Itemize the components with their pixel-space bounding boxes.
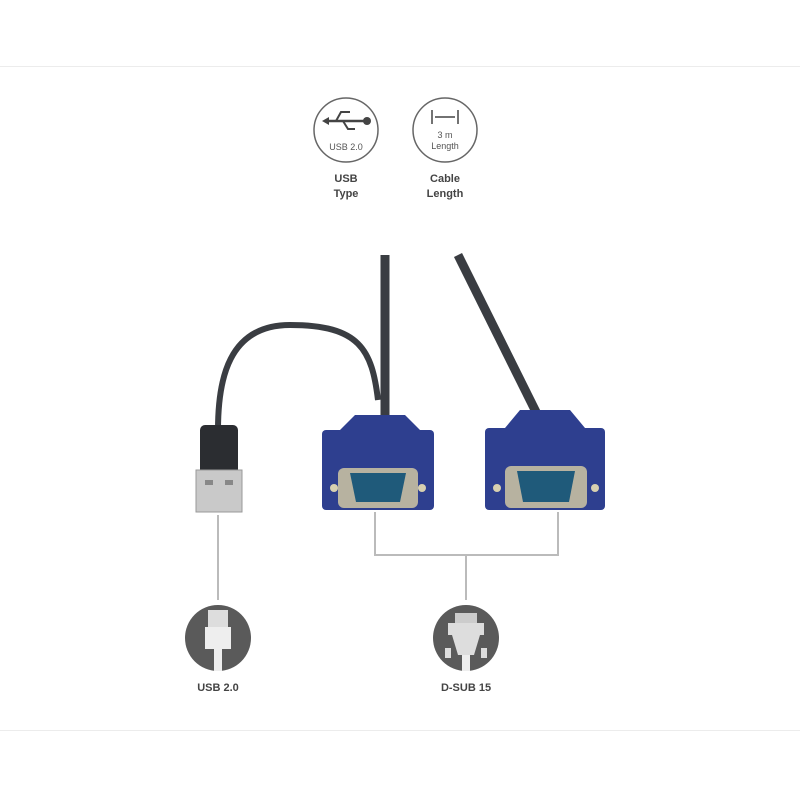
top-divider (0, 66, 800, 67)
usb-plug-icon (185, 605, 251, 671)
feature-label-line: Length (426, 188, 464, 200)
usb-cable (215, 321, 381, 431)
feature-label-line: USB (334, 173, 358, 185)
vga-connector-left (322, 415, 434, 510)
usb-a-plug (195, 425, 243, 513)
usb-type-icon (313, 97, 379, 163)
feature-label-line: Type (333, 188, 359, 200)
dsub-plug-icon (433, 605, 499, 671)
usb-icon-text: USB 2.0 (329, 142, 363, 152)
vga-cable-right (453, 252, 545, 423)
feature-label-usb-type: USB Type (296, 172, 396, 202)
connector-label-dsub: D-SUB 15 (440, 682, 492, 694)
bottom-divider (0, 730, 800, 731)
leader-lines (217, 512, 559, 600)
feature-label-cable-length: Cable Length (395, 172, 495, 202)
cable-length-icon (412, 97, 478, 163)
feature-label-line: Cable (430, 173, 460, 185)
length-icon-value: 3 m (437, 130, 453, 140)
vga-connector-right (485, 410, 605, 510)
length-icon-text: Length (431, 141, 459, 151)
connector-label-usb: USB 2.0 (197, 682, 239, 694)
